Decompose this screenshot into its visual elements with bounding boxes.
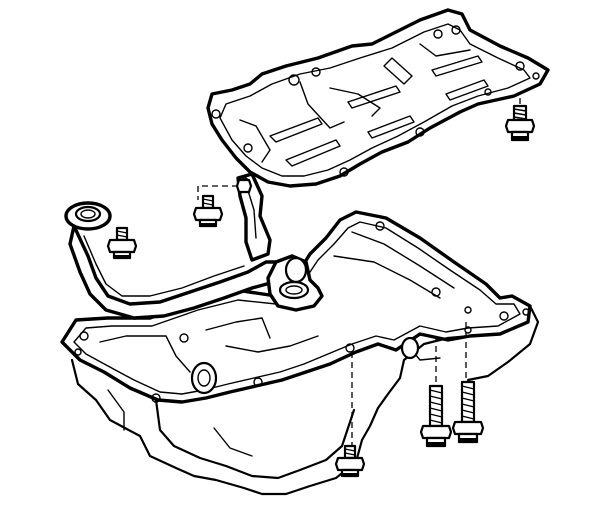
- oil-pan-rib: [225, 335, 319, 353]
- baffle-bolt: [504, 104, 536, 142]
- baffle-bolt-hole: [433, 29, 443, 39]
- oil-pan-bolt-hole: [375, 221, 385, 231]
- oil-pan-rib: [99, 335, 191, 373]
- pickup-tube-highlight: [83, 235, 245, 297]
- baffle-bolt-hole: [339, 167, 349, 177]
- baffle-slot: [347, 85, 401, 109]
- baffle-bolt-hole: [243, 143, 253, 153]
- oil-pan-bolt-hole: [464, 326, 472, 334]
- bolt-flange: [419, 424, 453, 440]
- baffle-bolt-hole: [484, 88, 492, 96]
- oil-pan-bolt: [334, 444, 366, 478]
- oil-pan-bolt-hole: [499, 311, 509, 321]
- baffle-slot: [367, 115, 415, 139]
- baffle-bolt-hole: [311, 67, 321, 77]
- oil-pan-side-boss: [400, 336, 420, 360]
- bolt-flange: [334, 456, 366, 472]
- oil-pan-sump-wall: [154, 398, 356, 480]
- baffle-rib: [239, 119, 271, 163]
- baffle-rib: [299, 81, 345, 129]
- bolt-flange: [451, 420, 485, 436]
- pickup-screen-base: [278, 280, 310, 300]
- baffle-slot: [445, 79, 489, 101]
- pickup-tube-bolt: [106, 226, 138, 260]
- oil-pan-bolt-hole: [431, 287, 441, 297]
- oil-pan-rib: [333, 255, 441, 299]
- oil-pan-bolt-hole: [345, 343, 355, 353]
- pickup-screen-neck: [284, 256, 308, 284]
- oil-pan-bolt-hole: [522, 308, 530, 316]
- bolt-flange: [106, 238, 138, 254]
- drain-plug-boss: [190, 361, 218, 395]
- bolt-shank: [115, 226, 129, 242]
- oil-pan-rib: [107, 389, 125, 431]
- bolt-shank: [343, 444, 357, 460]
- nut-body: [235, 178, 253, 194]
- drain-plug-hole: [197, 369, 211, 387]
- oil-pan-bolt-hole: [179, 333, 189, 343]
- pickup-inlet-opening: [74, 205, 102, 223]
- baffle-bolt-hole: [415, 127, 425, 137]
- pickup-bracket-nut: [235, 178, 253, 194]
- baffle-slot: [431, 55, 483, 77]
- baffle-outline: [206, 8, 550, 188]
- baffle-bolt-hole: [532, 72, 540, 80]
- oil-pan-rib: [205, 317, 271, 339]
- oil-pan-bolt-hole: [253, 377, 263, 387]
- oil-pan-end-wall: [466, 304, 540, 382]
- oil-pan-bolt-hole: [464, 306, 472, 314]
- baffle-bolt-hole: [288, 74, 300, 86]
- bolt-shank: [201, 194, 215, 210]
- oil-pan-long-bolt: [419, 384, 453, 448]
- oil-pump-pickup-tube: [64, 172, 324, 320]
- oil-pan-bolt-hole: [79, 331, 89, 341]
- oil-pan-long-bolt: [451, 380, 485, 444]
- pickup-screen-inlet: [285, 285, 303, 295]
- oil-pan-baffle: [206, 8, 550, 188]
- baffle-slot: [269, 117, 323, 143]
- baffle-bolt-hole: [211, 109, 221, 119]
- baffle-slot: [383, 57, 413, 85]
- oil-pan-bolt-hole: [74, 348, 82, 356]
- alignment-guides: [197, 98, 521, 446]
- oil-pan-sump-wall: [70, 358, 402, 496]
- bolt-flange: [504, 118, 536, 134]
- baffle-bolt-hole: [451, 25, 461, 35]
- baffle-bolt: [192, 194, 224, 228]
- pickup-inlet-bore: [80, 209, 96, 219]
- baffle-slot: [285, 139, 341, 167]
- baffle-rib: [329, 87, 381, 117]
- oil-pan-bolt-hole: [151, 393, 161, 403]
- baffle-rib: [419, 43, 471, 57]
- oil-pan-sump-wall: [398, 334, 472, 380]
- baffle-bolt-hole: [515, 61, 525, 71]
- bolt-flange: [192, 206, 224, 222]
- oil-pan-rib: [213, 427, 253, 457]
- oil-pan-rib: [351, 231, 455, 289]
